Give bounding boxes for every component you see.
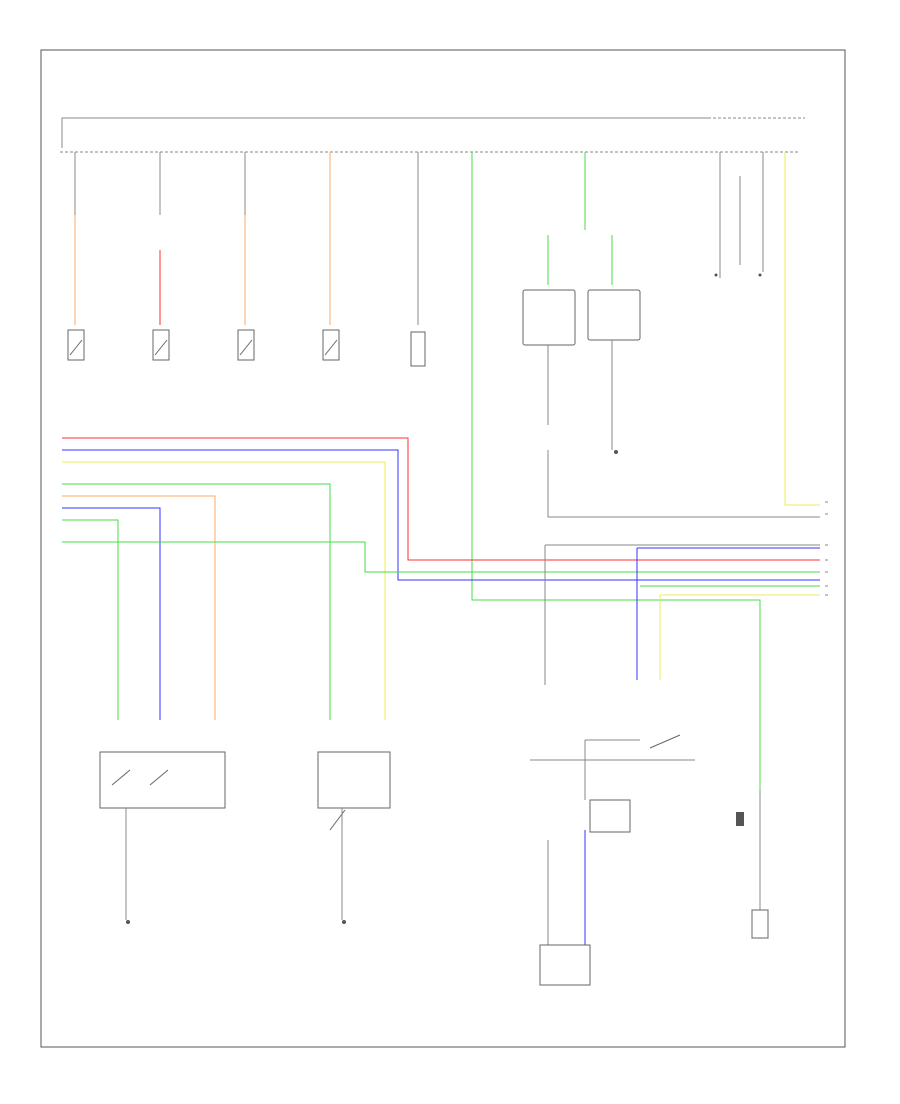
sensor-right [751,909,769,939]
ground-module [539,944,591,986]
right-connector-ticks [825,501,828,596]
switch-symbol-4 [322,329,340,361]
lower-right-sensor [736,790,769,939]
control-module-b [587,289,641,341]
indicator-module [589,799,631,833]
switch-symbol-2 [152,329,170,361]
upper-right-modules [471,152,820,790]
harness-right [544,544,820,685]
control-module-a [522,289,576,346]
harness-left [62,437,640,720]
top-bus [60,117,805,153]
switch-block-mid [317,751,391,809]
lower-module-right [530,734,695,986]
lower-switch-assembly-left [99,751,226,924]
upper-switch-row [67,329,426,367]
switch-branch-wires [74,152,331,325]
sensor-symbol [410,331,426,367]
switch-block-left [99,751,226,809]
switch-symbol-1 [67,329,85,361]
lower-switch-assembly-mid [317,751,391,924]
switch-symbol-3 [237,329,255,361]
sensor-lamp [736,812,744,826]
bus-connector-pins [74,152,764,325]
diagram-border [40,49,846,1048]
